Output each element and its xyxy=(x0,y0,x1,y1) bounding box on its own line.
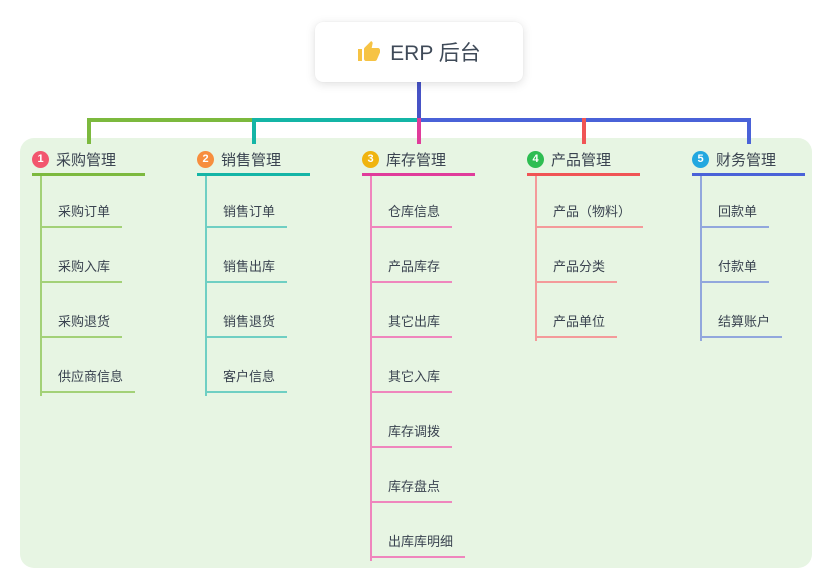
child-node[interactable]: 仓库信息 xyxy=(370,173,453,228)
child-node[interactable]: 采购退货 xyxy=(40,283,123,338)
child-node[interactable]: 产品库存 xyxy=(370,228,453,283)
child-node[interactable]: 出库库明细 xyxy=(370,503,466,558)
child-node[interactable]: 销售退货 xyxy=(205,283,288,338)
branch-number-badge: 5 xyxy=(692,150,709,168)
branch-header[interactable]: 3 库存管理 xyxy=(362,148,475,176)
child-node[interactable]: 付款单 xyxy=(700,228,770,283)
child-node[interactable]: 采购订单 xyxy=(40,173,123,228)
branch-children: 销售订单销售出库销售退货客户信息 xyxy=(205,173,288,393)
child-node[interactable]: 销售出库 xyxy=(205,228,288,283)
connector-drop xyxy=(416,118,421,144)
root-title: ERP 后台 xyxy=(390,42,481,65)
child-node[interactable]: 产品单位 xyxy=(535,283,618,338)
branch-number-badge: 4 xyxy=(527,150,544,168)
branch-header[interactable]: 5 财务管理 xyxy=(692,148,805,176)
branch-header[interactable]: 4 产品管理 xyxy=(527,148,640,176)
child-node[interactable]: 库存盘点 xyxy=(370,448,453,503)
branch-node-5: 5 财务管理 回款单付款单结算账户 xyxy=(692,148,805,341)
branch-child-connector xyxy=(205,176,207,396)
branch-title: 采购管理 xyxy=(56,151,117,169)
connector-horizontal xyxy=(251,118,421,122)
child-node[interactable]: 产品（物料） xyxy=(535,173,644,228)
branch-number-badge: 1 xyxy=(32,150,49,168)
child-node[interactable]: 其它出库 xyxy=(370,283,453,338)
branch-number-badge: 2 xyxy=(197,150,214,168)
branch-child-connector xyxy=(535,176,537,341)
connector-drop xyxy=(746,118,751,144)
child-node[interactable]: 结算账户 xyxy=(700,283,783,338)
child-node[interactable]: 供应商信息 xyxy=(40,338,136,393)
branch-header[interactable]: 2 销售管理 xyxy=(197,148,310,176)
mindmap-panel xyxy=(20,138,812,568)
branch-children: 采购订单采购入库采购退货供应商信息 xyxy=(40,173,136,393)
child-node[interactable]: 其它入库 xyxy=(370,338,453,393)
connector-drop xyxy=(251,118,256,144)
child-node[interactable]: 产品分类 xyxy=(535,228,618,283)
branch-title: 销售管理 xyxy=(221,151,282,169)
root-node[interactable]: ERP 后台 xyxy=(315,22,523,82)
branch-child-connector xyxy=(370,176,372,561)
branch-children: 仓库信息产品库存其它出库其它入库库存调拨库存盘点出库库明细 xyxy=(370,173,466,558)
branch-node-3: 3 库存管理 仓库信息产品库存其它出库其它入库库存调拨库存盘点出库库明细 xyxy=(362,148,475,561)
branch-node-1: 1 采购管理 采购订单采购入库采购退货供应商信息 xyxy=(32,148,145,396)
child-node[interactable]: 回款单 xyxy=(700,173,770,228)
child-node[interactable]: 客户信息 xyxy=(205,338,288,393)
thumbs-up-icon xyxy=(358,41,381,61)
branch-title: 财务管理 xyxy=(716,151,777,169)
branch-node-4: 4 产品管理 产品（物料）产品分类产品单位 xyxy=(527,148,644,341)
child-node[interactable]: 库存调拨 xyxy=(370,393,453,448)
branch-children: 回款单付款单结算账户 xyxy=(700,173,783,338)
child-node[interactable]: 采购入库 xyxy=(40,228,123,283)
branch-node-2: 2 销售管理 销售订单销售出库销售退货客户信息 xyxy=(197,148,310,396)
connector-stem xyxy=(416,82,421,122)
connector-drop xyxy=(86,118,91,144)
branch-child-connector xyxy=(700,176,702,341)
branch-number-badge: 3 xyxy=(362,150,379,168)
branch-title: 产品管理 xyxy=(551,151,612,169)
branch-title: 库存管理 xyxy=(386,151,447,169)
child-node[interactable]: 销售订单 xyxy=(205,173,288,228)
branch-children: 产品（物料）产品分类产品单位 xyxy=(535,173,644,338)
connector-drop xyxy=(581,118,586,144)
branch-header[interactable]: 1 采购管理 xyxy=(32,148,145,176)
branch-child-connector xyxy=(40,176,42,396)
